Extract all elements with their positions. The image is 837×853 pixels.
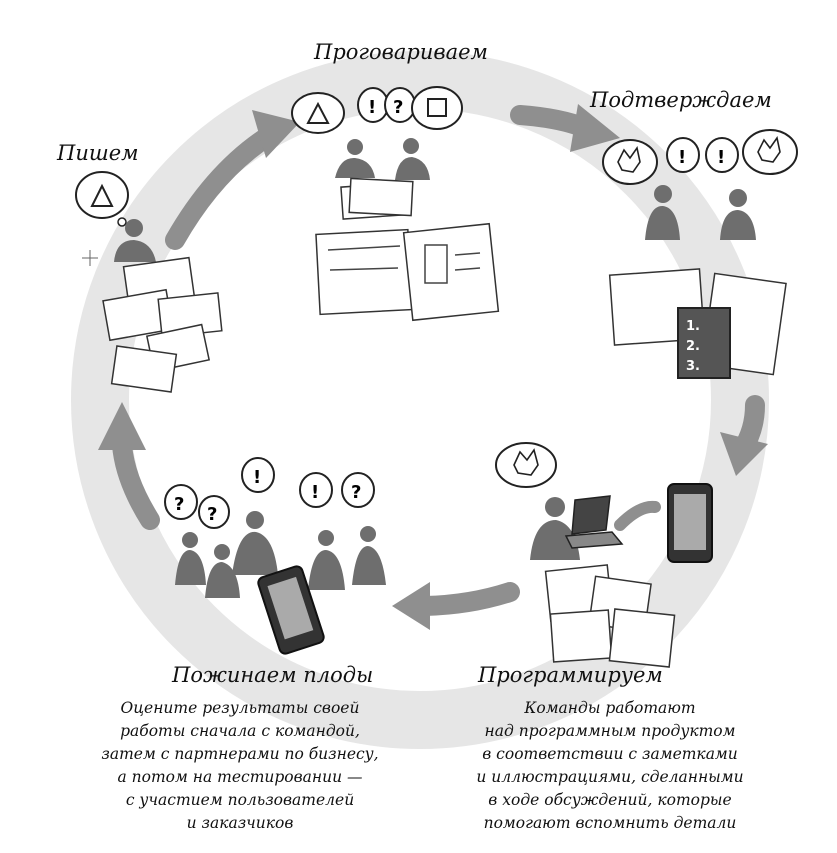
- story-cards: [102, 256, 223, 393]
- develop-line: Команды работают: [524, 699, 696, 717]
- develop-line: в соответствии с заметками: [482, 745, 738, 763]
- arrow-talk-to-confirm-head: [570, 104, 620, 152]
- arrow-write-to-talk-head: [252, 110, 300, 158]
- thought-bubble-triangle-write: [75, 171, 129, 219]
- person-talk-right: [403, 138, 419, 154]
- talk-scene: ! ?: [291, 86, 500, 322]
- thought-bubble-e1: [241, 457, 275, 493]
- arrow-reap-to-write-head: [98, 402, 146, 450]
- arrow-laptop-to-phone: [614, 500, 661, 531]
- svg-text:!: !: [368, 97, 376, 118]
- cycle-arrows: [98, 104, 768, 630]
- thought-bubble-burst-right: [742, 129, 798, 175]
- thought-bubble-burst-left: [602, 139, 658, 185]
- thought-bubble-square: [411, 86, 463, 130]
- arrow-develop-to-reap: [415, 582, 520, 616]
- reap-scene: ? ? ! ! ?: [164, 457, 386, 655]
- develop-line: в ходе обсуждений, которые: [488, 791, 732, 809]
- svg-text:?: ?: [207, 504, 217, 525]
- thought-bubble-exclaim-left: [666, 137, 700, 173]
- laptop: [571, 495, 611, 535]
- arrow-reap-to-write: [112, 435, 160, 530]
- svg-text:?: ?: [351, 482, 361, 503]
- svg-text:!: !: [678, 147, 686, 168]
- arrow-confirm-to-develop-head: [720, 432, 768, 476]
- arrow-develop-to-reap-head: [392, 582, 430, 630]
- stage-label-write: Пишем: [57, 141, 139, 165]
- person-confirm-left: [654, 185, 672, 203]
- person-develop: [545, 497, 565, 517]
- reap-line: а потом на тестировании —: [117, 768, 363, 786]
- stage-description-develop: Команды работают над программным продукт…: [440, 697, 780, 835]
- crosshair-cursor-icon: [82, 250, 98, 266]
- stage-label-reap: Пожинаем плоды: [172, 663, 374, 687]
- stage-label-talk: Проговариваем: [314, 40, 488, 64]
- reap-line: с участием пользователей: [125, 791, 355, 809]
- thought-bubble-e2: [299, 472, 333, 508]
- reap-line: и заказчиков: [186, 814, 294, 832]
- audience-figures: [175, 511, 386, 598]
- develop-line: над программным продуктом: [484, 722, 736, 740]
- svg-text:3.: 3.: [686, 359, 700, 374]
- arrow-write-to-talk: [165, 125, 280, 250]
- develop-line: помогают вспомнить детали: [483, 814, 737, 832]
- person-confirm-right: [729, 189, 747, 207]
- reap-line: работы сначала с командой,: [120, 722, 360, 740]
- thought-bubble-triangle: [291, 92, 345, 134]
- thought-bubble-burst-develop: [495, 442, 557, 488]
- reap-line: Оцените результаты своей: [120, 699, 360, 717]
- person-talk-left: [347, 139, 363, 155]
- develop-scene: [495, 442, 713, 668]
- svg-text:!: !: [253, 467, 261, 488]
- cycle-ring: [71, 51, 769, 749]
- write-scene: [75, 171, 223, 393]
- stage-label-confirm: Подтверждаем: [590, 88, 772, 112]
- develop-line: и иллюстрациями, сделанными: [476, 768, 744, 786]
- svg-text:!: !: [311, 482, 319, 503]
- svg-text:2.: 2.: [686, 339, 700, 354]
- stage-description-reap: Оцените результаты своей работы сначала …: [70, 697, 410, 835]
- svg-text:?: ?: [174, 494, 184, 515]
- thought-bubble-q2: [198, 495, 230, 529]
- stage-label-develop: Программируем: [478, 663, 663, 687]
- thought-bubble-q1: [164, 484, 198, 520]
- thought-bubble-q3: [341, 472, 375, 508]
- svg-text:?: ?: [393, 97, 403, 118]
- thought-bubble-exclaim-right: [705, 137, 739, 173]
- checklist-card: [677, 307, 731, 379]
- svg-text:1.: 1.: [686, 319, 700, 334]
- confirm-scene: ! ! 1. 2. 3.: [602, 129, 798, 379]
- talk-cards: [315, 177, 500, 322]
- person-write: [125, 219, 143, 237]
- reap-line: затем с партнерами по бизнесу,: [101, 745, 379, 763]
- develop-cards: [544, 564, 676, 668]
- svg-text:!: !: [717, 147, 725, 168]
